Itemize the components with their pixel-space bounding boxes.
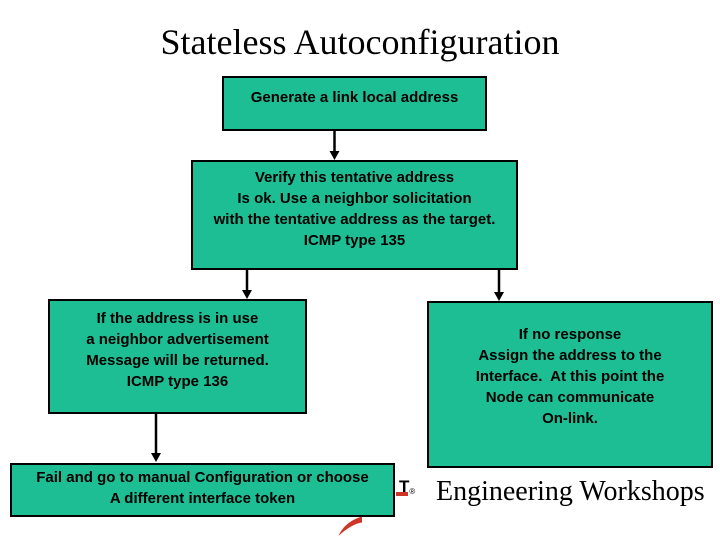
node-text-line: On-link. [542,410,598,427]
slide-title: Stateless Autoconfiguration [160,22,560,62]
node-text-line: Verify this tentative address [254,169,455,186]
arrow-in-use-to-fail [151,414,161,462]
flow-node-no-response: If no response Assign the address to the… [427,301,713,468]
node-text-line: A different interface token [109,490,296,507]
arrow-verify-to-no-response [494,270,504,301]
node-text-line: If the address is in use [96,310,259,327]
node-text-line: If no response [518,326,622,343]
flow-node-fail-manual-config: Fail and go to manual Configuration or c… [10,463,395,517]
node-text-line: Assign the address to the [478,347,662,364]
arrow-verify-to-in-use [242,270,252,299]
node-text-line: ICMP type 136 [126,373,229,390]
node-text-line: Interface. At this point the [475,368,665,385]
node-text-line: ICMP type 135 [303,232,406,249]
arrow-generate-to-verify [329,131,340,160]
engineering-workshops-label: Engineering Workshops [436,476,705,507]
node-text-line: Generate a link local address [250,89,459,106]
node-text-line: with the tentative address as the target… [213,211,496,228]
node-text-line: a neighbor advertisement [86,331,269,348]
node-text-line: Is ok. Use a neighbor solicitation [237,190,472,207]
logo-red-underline [396,492,408,496]
flow-node-address-in-use: If the address is in use a neighbor adve… [48,299,307,414]
registered-trademark-icon: ® [409,487,416,496]
node-text-line: Message will be returned. [86,352,269,369]
node-text-line: Fail and go to manual Configuration or c… [36,469,369,486]
flow-node-verify-tentative: Verify this tentative address Is ok. Use… [191,160,518,270]
node-text-line: Node can communicate [485,389,655,406]
logo-letter: T [399,477,410,496]
partial-logo: T® [399,478,415,500]
flow-node-generate-link-local: Generate a link local address [222,76,487,131]
logo-swoosh-icon [338,516,362,536]
